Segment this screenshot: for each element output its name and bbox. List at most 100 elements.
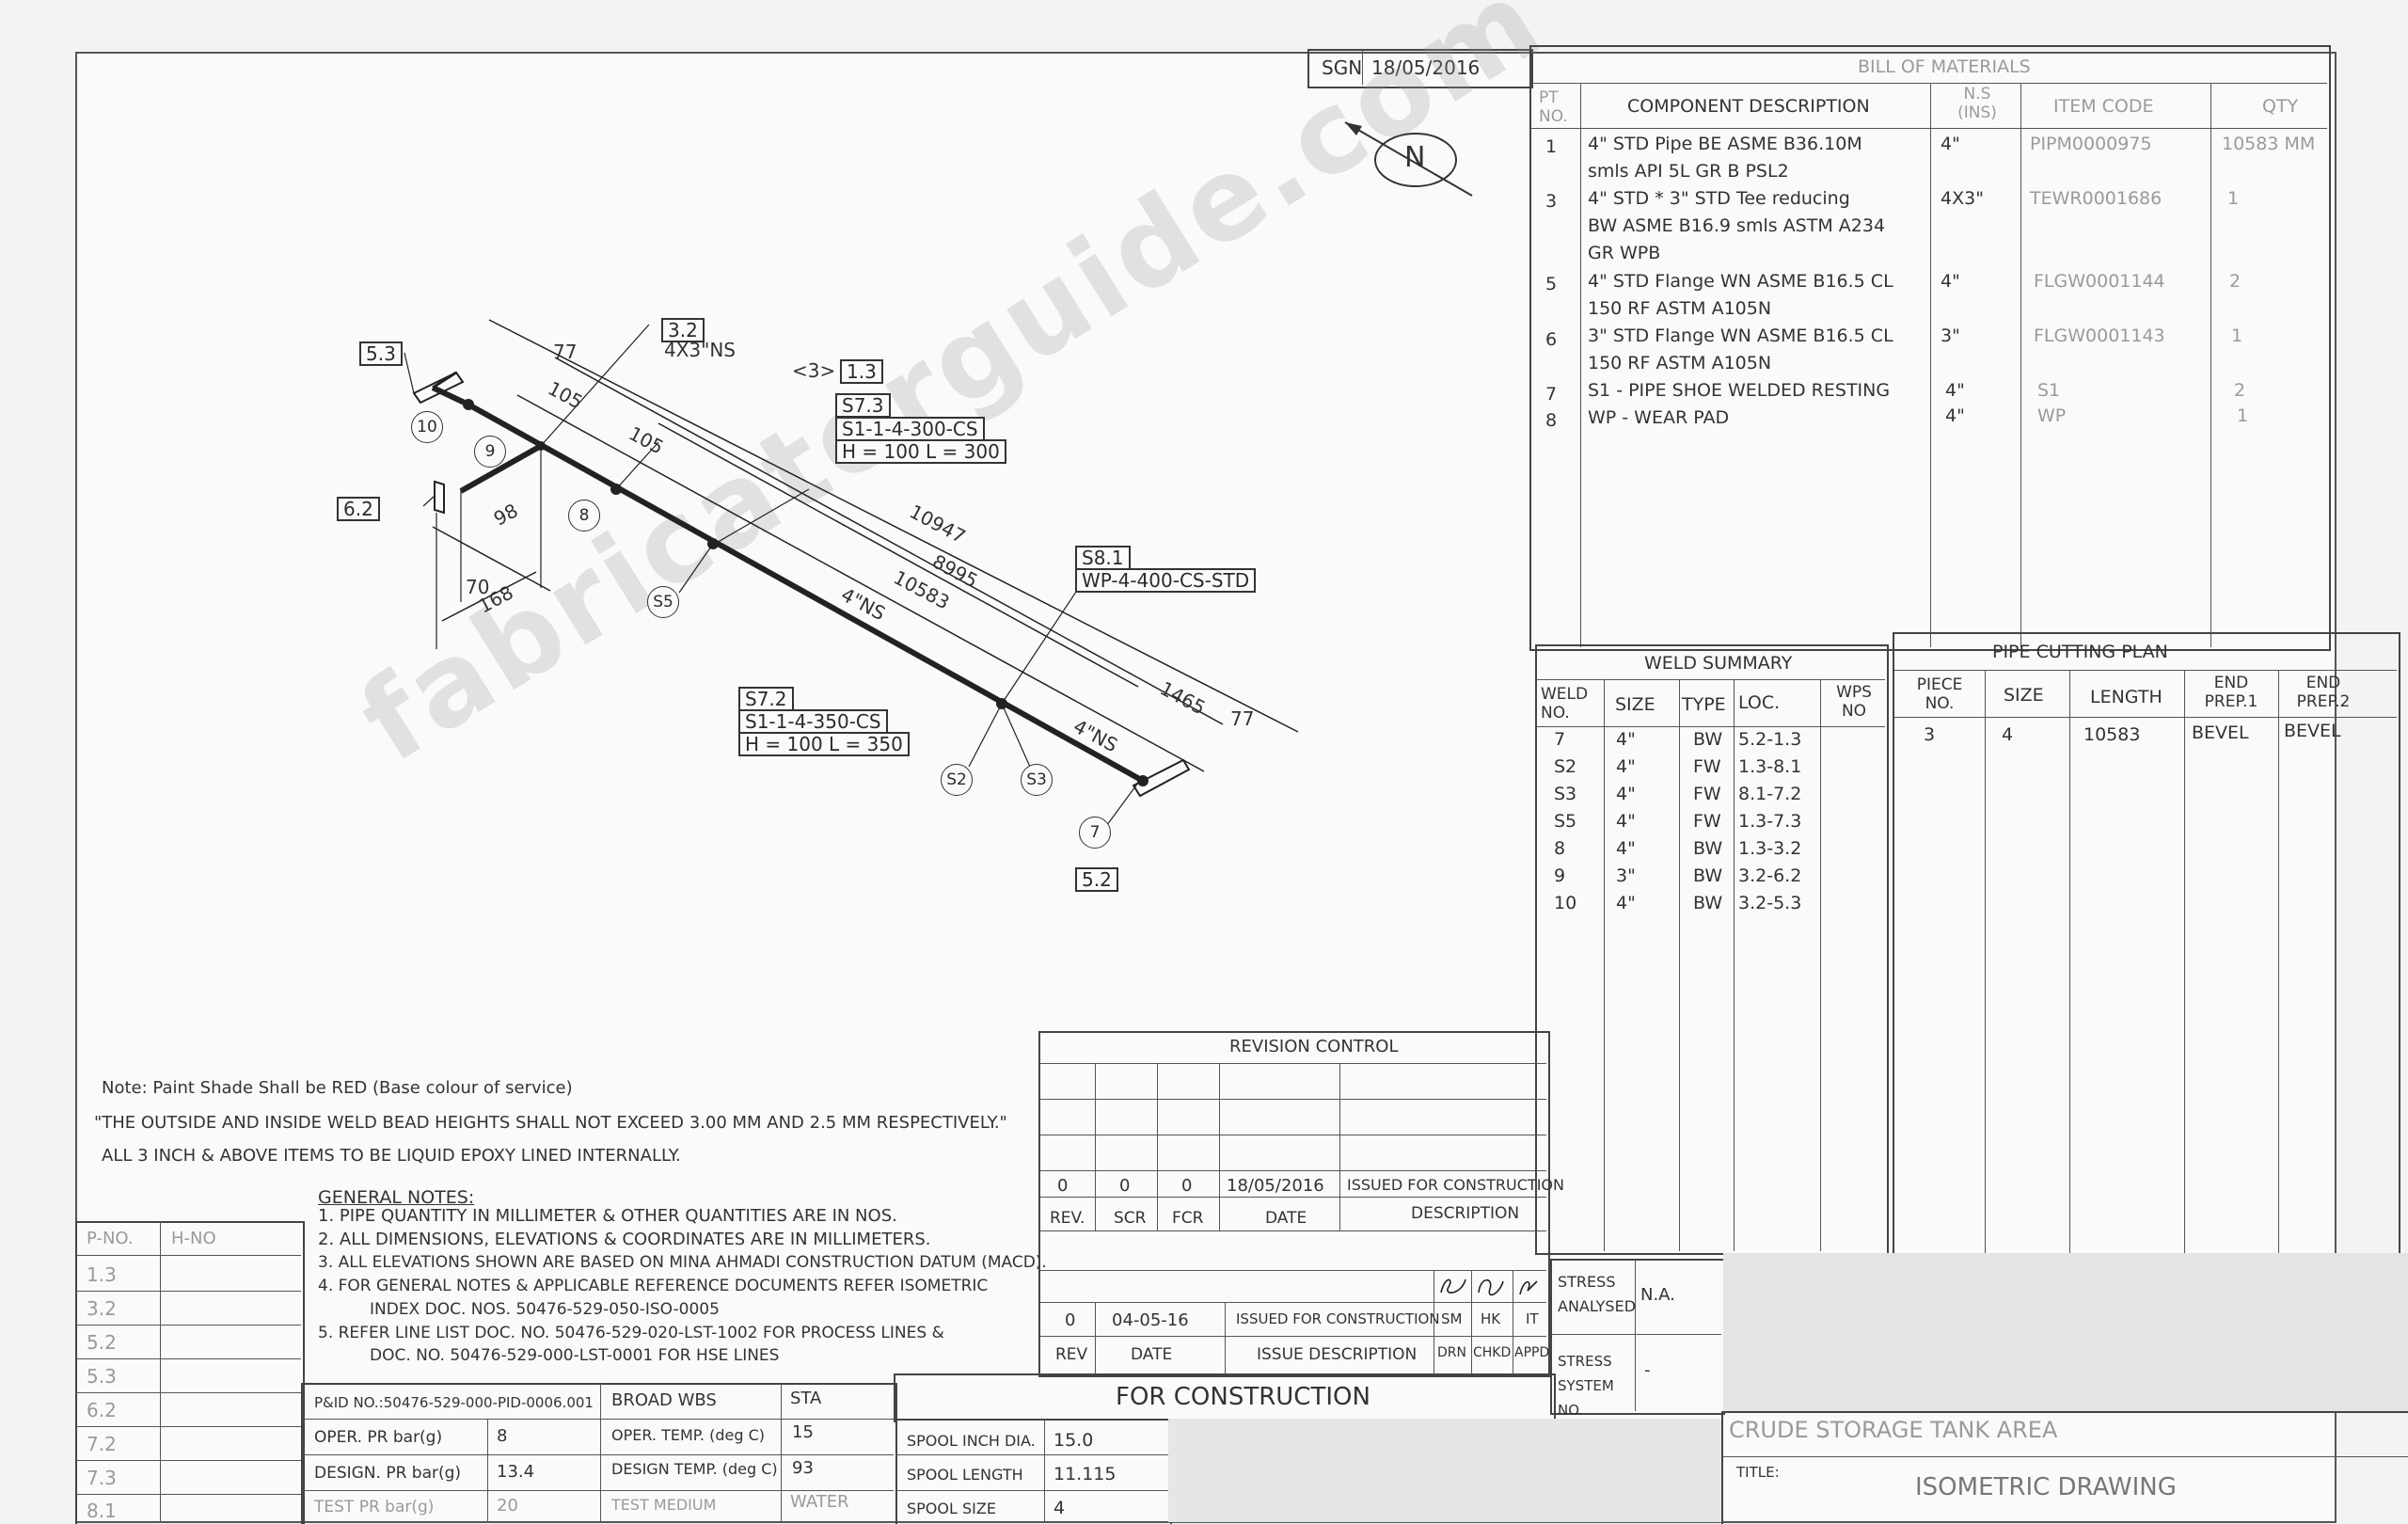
weld-type: BW	[1693, 893, 1723, 913]
bom-ns: 4"	[1945, 380, 1965, 401]
weld-hdr-type: TYPE	[1682, 694, 1726, 715]
pno-cell: 5.3	[87, 1365, 117, 1388]
weld-note: "THE OUTSIDE AND INSIDE WELD BEAD HEIGHT…	[94, 1113, 1007, 1133]
bom-col-pt: PT NO.	[1539, 88, 1568, 126]
weld-loc: 3.2-5.3	[1738, 893, 1802, 913]
dim-77-top: 77	[553, 341, 578, 363]
rev-hdr: FCR	[1172, 1209, 1204, 1228]
for-construction-box	[894, 1373, 1556, 1422]
weld-type: BW	[1693, 838, 1723, 859]
bom-code: TEWR0001686	[2030, 188, 2162, 209]
cut-length: 10583	[2083, 724, 2141, 745]
weld-no: S2	[1554, 756, 1577, 777]
title-label: TITLE:	[1736, 1464, 1780, 1481]
weld-size: 4"	[1616, 893, 1636, 913]
weld-no: 9	[1554, 865, 1566, 886]
weld-loc: 8.1-7.2	[1738, 784, 1802, 804]
north-label: N	[1404, 141, 1426, 174]
weld-size: 4"	[1616, 729, 1636, 750]
issue-chkd: HK	[1481, 1310, 1501, 1327]
rev-cell: 18/05/2016	[1227, 1176, 1324, 1196]
weld-no: 10	[1554, 893, 1577, 913]
rev-hdr: REV.	[1050, 1209, 1085, 1228]
stress-analysed-value: N.A.	[1640, 1285, 1675, 1305]
issue-appd: IT	[1526, 1310, 1539, 1327]
issue-hdr: DRN	[1437, 1345, 1466, 1360]
weld-loc: 1.3-7.3	[1738, 811, 1802, 832]
stress-analysed-label: STRESS ANALYSED	[1558, 1273, 1637, 1315]
general-note: 4. FOR GENERAL NOTES & APPLICABLE REFERE…	[318, 1277, 989, 1295]
proc-value: WATER	[790, 1492, 849, 1512]
label-5-2: 5.2	[1075, 867, 1118, 892]
bom-pt: 7	[1545, 384, 1558, 405]
label-s7-3-dims: H = 100 L = 300	[835, 439, 1006, 464]
rev-hdr: DESCRIPTION	[1411, 1204, 1520, 1223]
bom-desc: 4" STD Pipe BE ASME B36.10M	[1588, 134, 1862, 154]
proc-label: TEST MEDIUM	[611, 1496, 717, 1514]
cut-end2: BEVEL	[2284, 721, 2341, 741]
weld-type: FW	[1693, 811, 1721, 832]
proc-label: TEST PR bar(g)	[314, 1498, 435, 1516]
bom-qty: 2	[2234, 380, 2246, 401]
general-note: 1. PIPE QUANTITY IN MILLIMETER & OTHER Q…	[318, 1206, 897, 1226]
cutting-title: PIPE CUTTING PLAN	[1992, 642, 2168, 662]
bom-desc: smls API 5L GR B PSL2	[1588, 161, 1789, 182]
bom-desc: 3" STD Flange WN ASME B16.5 CL	[1588, 325, 1893, 346]
bom-qty: 2	[2229, 271, 2242, 292]
for-construction: FOR CONSTRUCTION	[1116, 1383, 1370, 1411]
bom-pt: 8	[1545, 410, 1558, 431]
label-5-3: 5.3	[359, 341, 403, 366]
weld-loc: 1.3-3.2	[1738, 838, 1802, 859]
bom-desc: 4" STD * 3" STD Tee reducing	[1588, 188, 1850, 209]
label-3-2: 3.2	[661, 318, 705, 342]
bom-code: FLGW0001144	[2034, 271, 2165, 292]
issue-drn: SM	[1441, 1310, 1463, 1327]
bom-table	[1529, 45, 2331, 651]
stress-system-value: -	[1644, 1360, 1651, 1380]
label-s7-3-spec: S1-1-4-300-CS	[835, 417, 985, 441]
pno-cell: 6.2	[87, 1399, 117, 1421]
cut-size: 4	[2002, 724, 2014, 745]
pno-table	[75, 1221, 305, 1524]
proc-label: DESIGN TEMP. (deg C)	[611, 1460, 778, 1478]
cut-hdr-piece: PIECE NO.	[1916, 675, 1963, 713]
weld-type: FW	[1693, 756, 1721, 777]
bom-ns: 4"	[1941, 271, 1960, 292]
label-6-2: 6.2	[337, 497, 380, 521]
cut-hdr-size: SIZE	[2004, 685, 2044, 706]
general-note: INDEX DOC. NOS. 50476-529-050-ISO-0005	[370, 1300, 720, 1319]
bom-col-desc: COMPONENT DESCRIPTION	[1627, 96, 1870, 117]
proc-label: OPER. TEMP. (deg C)	[611, 1426, 765, 1444]
weld-marker-7: 7	[1079, 817, 1111, 849]
weld-marker-s5: S5	[647, 586, 679, 618]
bom-code: PIPM0000975	[2030, 134, 2152, 154]
bom-pt: 5	[1545, 274, 1558, 294]
bom-title: BILL OF MATERIALS	[1858, 56, 2031, 77]
spool-label: SPOOL SIZE	[907, 1500, 996, 1517]
broad-wbs: BROAD WBS	[611, 1390, 717, 1410]
bom-code: FLGW0001143	[2034, 325, 2165, 346]
general-note: 2. ALL DIMENSIONS, ELEVATIONS & COORDINA…	[318, 1230, 931, 1249]
general-note: DOC. NO. 50476-529-000-LST-0001 FOR HSE …	[370, 1346, 780, 1365]
title-block-shade-right	[1723, 1253, 2408, 1413]
weld-loc: 3.2-6.2	[1738, 865, 1802, 886]
bom-qty: 1	[2227, 188, 2240, 209]
issue-hdr: DATE	[1131, 1345, 1173, 1364]
weld-no: S3	[1554, 784, 1577, 804]
bom-desc: 150 RF ASTM A105N	[1588, 298, 1772, 319]
bom-desc: 150 RF ASTM A105N	[1588, 353, 1772, 373]
cut-hdr-end2: END PREP.2	[2296, 674, 2351, 711]
sta: STA	[790, 1389, 822, 1408]
bom-desc: S1 - PIPE SHOE WELDED RESTING	[1588, 380, 1891, 401]
bom-ns: 4"	[1945, 405, 1965, 426]
proc-label: OPER. PR bar(g)	[314, 1428, 443, 1447]
weld-hdr-size: SIZE	[1615, 694, 1656, 715]
bom-desc: GR WPB	[1588, 243, 1661, 263]
bom-desc: 4" STD Flange WN ASME B16.5 CL	[1588, 271, 1893, 292]
label-s7-2: S7.2	[738, 687, 794, 711]
label-s7-2-dims: H = 100 L = 350	[738, 732, 910, 756]
spool-value: 4	[1054, 1498, 1066, 1518]
weld-type: FW	[1693, 784, 1721, 804]
bom-code: S1	[2037, 380, 2061, 401]
weld-loc: 1.3-8.1	[1738, 756, 1802, 777]
